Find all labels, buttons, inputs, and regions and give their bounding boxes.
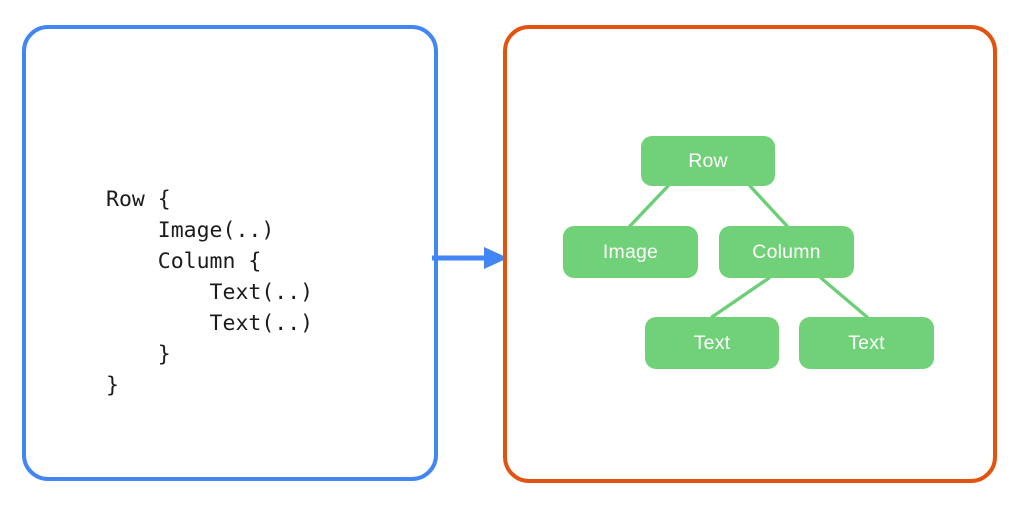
tree-node-text-2[interactable]: Text (799, 317, 934, 369)
code-panel: Row { Image(..) Column { Text(..) Text(.… (22, 25, 438, 481)
tree-node-text-1[interactable]: Text (645, 317, 779, 369)
tree-node-column[interactable]: Column (719, 226, 854, 278)
tree-node-row[interactable]: Row (641, 136, 775, 186)
transform-arrow-icon (432, 247, 508, 269)
edge-row-image (628, 184, 670, 228)
composable-code-snippet: Row { Image(..) Column { Text(..) Text(.… (106, 187, 314, 398)
edge-row-column (748, 184, 789, 228)
edge-column-text2 (819, 276, 869, 319)
tree-edges (628, 184, 869, 319)
edge-column-text1 (710, 276, 771, 319)
tree-node-image[interactable]: Image (563, 226, 698, 278)
